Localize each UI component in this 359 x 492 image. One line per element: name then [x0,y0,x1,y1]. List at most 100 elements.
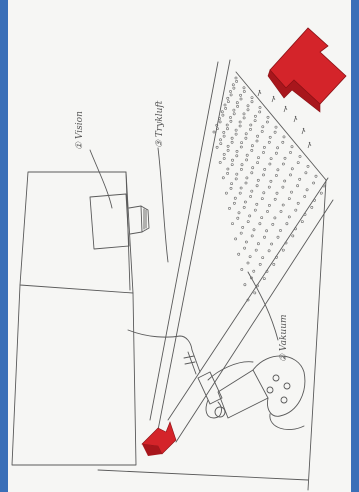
vacuum-hole [259,223,261,225]
vacuum-hole [286,223,288,225]
vacuum-hole [247,105,249,107]
vacuum-hole [306,189,308,191]
vacuum-hole [262,126,264,128]
vacuum-hole [262,151,264,153]
vacuum-hole [247,109,249,111]
vacuum-hole [320,192,322,194]
vacuum-hole [227,145,229,147]
vacuum-hole [235,133,237,135]
vacuum-hole [251,235,253,237]
vision-leader [90,150,112,208]
vacuum-hole [270,158,272,160]
vacuum-hole [263,278,265,280]
vacuum-hole [222,177,224,179]
trykluft-leader [158,148,168,262]
vacuum-hole [254,292,256,294]
vacuum-hole [224,104,226,106]
vacuum-hole [262,257,264,259]
vacuum-hole [272,223,274,225]
vacuum-hole [240,232,242,234]
vacuum-hole [297,202,299,204]
vacuum-hole [223,135,225,137]
vacuum-hole [284,157,286,159]
vacuum-hole [220,143,222,145]
vacuum-hole [238,212,240,214]
vacuum-hole [292,235,294,237]
vacuum-hole [313,182,315,184]
vacuum-hole [234,197,236,199]
vacuum-hole [227,97,229,99]
vacuum-hole [253,270,255,272]
vacuum-hole [246,177,248,179]
vacuum-hole [231,183,233,185]
vacuum-hole [236,150,238,152]
vacuum-hole [231,223,233,225]
vacuum-hole [231,141,233,143]
vacuum-hole [240,168,242,170]
vacuum-hole [263,146,265,148]
vacuum-hole [244,284,246,286]
vacuum-hole [235,129,237,131]
vacuum-hole [219,121,221,123]
vacuum-hole [236,173,238,175]
vacuum-hole [232,84,234,86]
vacuum-hole [268,250,270,252]
vacuum-hole [230,120,232,122]
vacuum-hole [227,172,229,174]
vacuum-hole [253,229,255,231]
vacuum-hole [257,179,259,181]
vacuum-hole [261,217,263,219]
vacuum-hole [235,238,237,240]
vacuum-hole [228,207,230,209]
vacuum-hole [243,87,245,89]
vacuum-hole [282,163,284,165]
vacuum-hole [282,249,284,251]
vacuum-hole [266,230,268,232]
vacuum-hole [227,101,229,103]
vacuum-hole [257,135,259,137]
vacuum-hole [216,146,218,148]
vacuum-hole [266,210,268,212]
vacuum-hole [257,157,259,159]
vacuum-hole [305,172,307,174]
vacuum-hole [249,256,251,258]
vacuum-hole [251,145,253,147]
vacuum-hole [277,147,279,149]
vacuum-hole [289,174,291,176]
vacuum-hole [229,116,231,118]
vacuum-hole [223,157,225,159]
vacuum-hole [222,114,224,116]
vacuum-hole [251,190,253,192]
vacuum-hole [264,168,266,170]
vacuum-hole [257,162,259,164]
vacuum-hole [244,247,246,249]
vacuum-hole [244,201,246,203]
vacuum-hole [243,90,245,92]
vacuum-hole [249,215,251,217]
vacuum-hole [219,161,221,163]
vacuum-hole [249,128,251,130]
vacuum-hole [274,217,276,219]
vacuum-hole [251,97,253,99]
vision-label: ① Vision [75,111,85,150]
vacuum-hole [259,263,261,265]
vacuum-hole [307,165,309,167]
vacuum-hole [241,142,243,144]
vacuum-hole [245,182,247,184]
vacuum-hole [240,146,242,148]
vacuum-hole [288,216,290,218]
vacuum-hole [255,249,257,251]
vacuum-hole [250,124,252,126]
vacuum-hole [262,174,264,176]
vacuum-hole [233,87,235,89]
vacuum-hole [315,175,317,177]
vacuum-hole [268,186,270,188]
diagram-sketch: ① Vision ③ Trykluft ② Vakuum [8,0,351,492]
vacuum-hole [295,209,297,211]
vacuum-hole [213,131,215,133]
vacuum-hole [268,141,270,143]
vakuum-leader [248,272,278,340]
vacuum-hole [243,113,245,115]
vacuum-hole [247,262,249,264]
vacuum-hole [236,102,238,104]
